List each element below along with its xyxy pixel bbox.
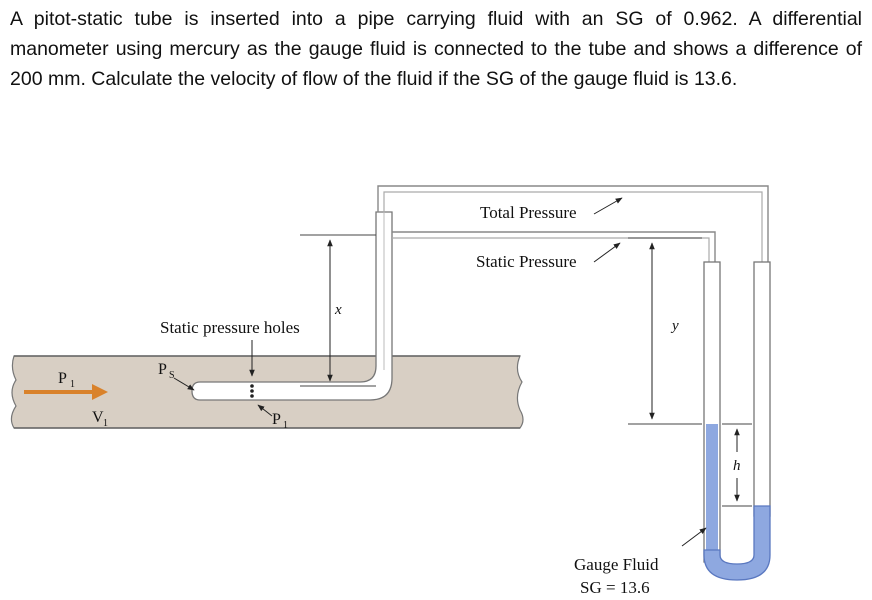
label-total-pressure: Total Pressure xyxy=(480,203,577,222)
svg-text:S: S xyxy=(169,370,175,381)
gauge-fluid-bend xyxy=(703,505,771,581)
label-h: h xyxy=(733,458,741,474)
label-ps: P xyxy=(158,361,167,378)
label-gauge-sg: SG = 13.6 xyxy=(580,578,650,597)
gauge-fluid-left xyxy=(706,424,718,554)
total-pressure-line xyxy=(377,185,769,262)
manometer-right-tube xyxy=(753,261,771,517)
label-v1: V xyxy=(92,409,104,426)
label-p1-left: P xyxy=(58,370,67,387)
label-static-holes: Static pressure holes xyxy=(160,318,300,337)
label-p1-tip: P xyxy=(272,411,281,428)
svg-text:1: 1 xyxy=(103,418,108,429)
problem-statement: A pitot-static tube is inserted into a p… xyxy=(10,8,862,90)
pitot-tube xyxy=(191,211,393,401)
static-pressure-line xyxy=(392,231,716,262)
label-x: x xyxy=(334,302,342,318)
label-y: y xyxy=(670,318,679,334)
svg-text:1: 1 xyxy=(283,420,288,431)
svg-text:1: 1 xyxy=(70,379,75,390)
label-static-pressure: Static Pressure xyxy=(476,252,577,271)
label-gauge-fluid: Gauge Fluid xyxy=(574,555,659,574)
